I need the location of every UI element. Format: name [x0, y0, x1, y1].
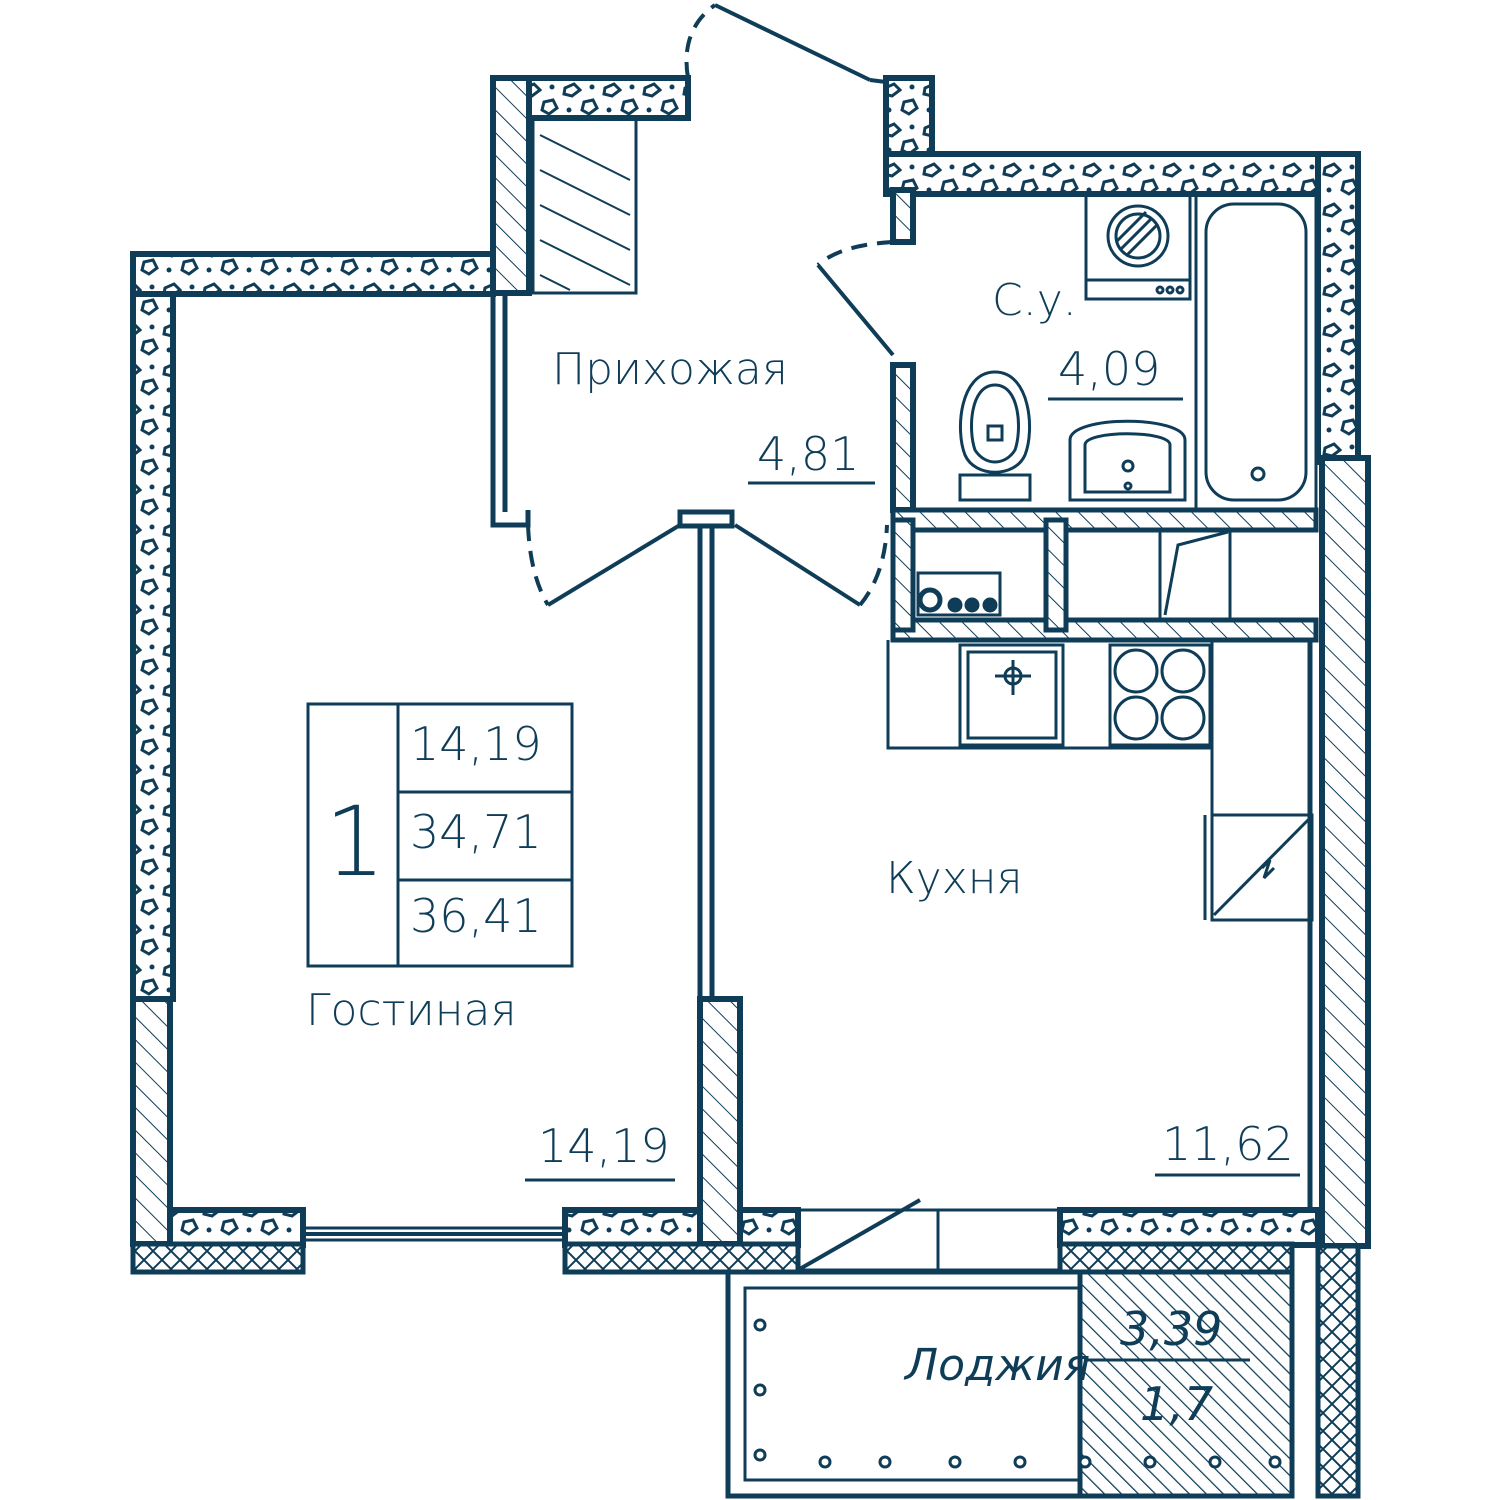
wardrobe-door	[1158, 530, 1232, 620]
toilet	[958, 370, 1032, 502]
loggia-area: 3,39	[1120, 1302, 1222, 1356]
facade-strips	[130, 1241, 1361, 1499]
washing-machine	[1084, 192, 1192, 301]
boiler	[916, 571, 1002, 617]
kitchen-label: Кухня	[886, 853, 1023, 904]
hallway-label: Прихожая	[552, 344, 788, 395]
kitchen-counter	[886, 640, 1214, 815]
refrigerator	[1203, 813, 1314, 922]
room-count: 1	[324, 786, 385, 898]
living-room-area: 14,19	[538, 1119, 670, 1173]
bathroom-area: 4,09	[1058, 342, 1160, 396]
area-underlines	[525, 397, 1300, 1362]
total-area-value: 34,71	[410, 805, 542, 859]
loggia-label: Лоджия	[903, 1340, 1090, 1391]
living-room-label: Гостиная	[306, 985, 517, 1036]
bathtub	[1194, 192, 1318, 512]
door-swings	[526, 3, 921, 1272]
partitions	[490, 293, 1319, 1210]
ventilation-shaft	[531, 116, 638, 295]
loggia	[725, 1269, 1295, 1499]
concrete-walls	[130, 75, 1371, 1249]
hallway-area: 4,81	[757, 427, 859, 481]
kitchen-area: 11,62	[1162, 1117, 1294, 1171]
living-area-value: 14,19	[410, 717, 542, 771]
loggia-area-reduced: 1,7	[1140, 1377, 1213, 1431]
exterior-walls	[130, 75, 1361, 1248]
bathroom-label: С.у.	[992, 275, 1077, 326]
area-summary-box	[306, 702, 574, 968]
sink	[1068, 419, 1187, 502]
total-area-with-loggia-value: 36,41	[410, 889, 542, 943]
